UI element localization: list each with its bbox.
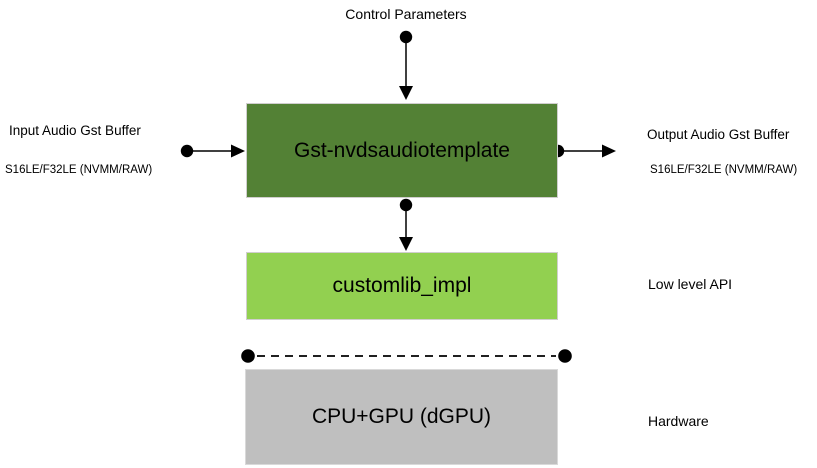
gst-nvdsaudiotemplate-box-label: Gst-nvdsaudiotemplate	[294, 138, 510, 162]
hardware-boundary-dashed-line	[241, 349, 572, 363]
input-buffer-label: Input Audio Gst Buffer	[9, 123, 141, 138]
output-buffer-format-label: S16LE/F32LE (NVMM/RAW)	[650, 164, 798, 176]
input-buffer-format-label: S16LE/F32LE (NVMM/RAW)	[5, 164, 153, 176]
input-buffer-arrow	[180, 144, 245, 158]
low-level-api-label: Low level API	[648, 276, 733, 292]
output-buffer-arrow	[551, 144, 616, 158]
control-parameters-arrow	[399, 30, 413, 100]
gst-nvdsaudiotemplate-box: Gst-nvdsaudiotemplate	[246, 103, 558, 198]
output-buffer-label: Output Audio Gst Buffer	[647, 127, 790, 142]
customlib-impl-box-label: customlib_impl	[332, 274, 472, 297]
template-to-customlib-arrow	[399, 198, 413, 251]
control-parameters-label: Control Parameters	[345, 6, 467, 22]
customlib-impl-box: customlib_impl	[246, 252, 558, 320]
cpu-gpu-hardware-box: CPU+GPU (dGPU)	[245, 369, 558, 465]
hardware-label: Hardware	[648, 413, 709, 429]
cpu-gpu-hardware-box-label: CPU+GPU (dGPU)	[311, 405, 492, 428]
